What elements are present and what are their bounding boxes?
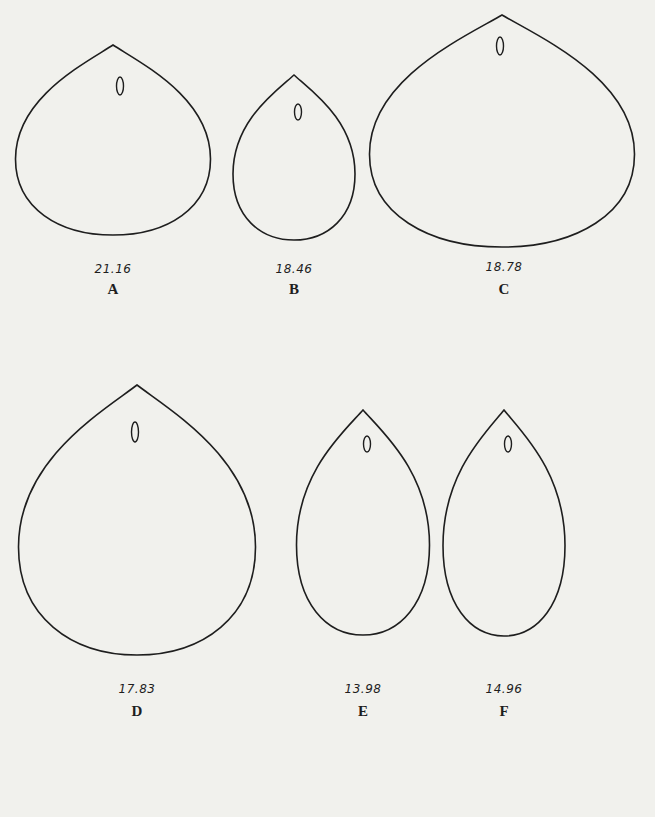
figure-letter: C bbox=[499, 281, 510, 298]
seed-outline bbox=[297, 410, 430, 635]
seed-contour bbox=[19, 385, 256, 655]
seed-outline bbox=[233, 75, 355, 240]
measurement-value: 18.46 bbox=[276, 262, 313, 276]
hilum-mark bbox=[117, 77, 124, 95]
seed-outline bbox=[19, 385, 256, 655]
seed-outline bbox=[370, 15, 635, 247]
seed-contour bbox=[233, 75, 355, 240]
hilum-mark bbox=[295, 104, 302, 120]
measurement-value: 17.83 bbox=[119, 682, 156, 696]
measurement-value: 21.16 bbox=[95, 262, 132, 276]
figure-letter: D bbox=[132, 703, 143, 720]
figure-letter: A bbox=[108, 281, 119, 298]
figure-letter: E bbox=[358, 703, 368, 720]
seed-contour bbox=[16, 45, 211, 235]
seed-contour bbox=[370, 15, 635, 247]
measurement-value: 18.78 bbox=[486, 260, 523, 274]
seed-contour bbox=[443, 410, 565, 636]
figure-letter: B bbox=[289, 281, 299, 298]
hilum-mark bbox=[505, 436, 512, 452]
seed-outline bbox=[16, 45, 211, 235]
seed-contour bbox=[297, 410, 430, 635]
hilum-mark bbox=[497, 37, 504, 55]
hilum-mark bbox=[364, 436, 371, 452]
measurement-value: 13.98 bbox=[345, 682, 382, 696]
seed-outline bbox=[443, 410, 565, 636]
hilum-mark bbox=[132, 422, 139, 442]
measurement-value: 14.96 bbox=[486, 682, 523, 696]
figure-letter: F bbox=[499, 703, 508, 720]
